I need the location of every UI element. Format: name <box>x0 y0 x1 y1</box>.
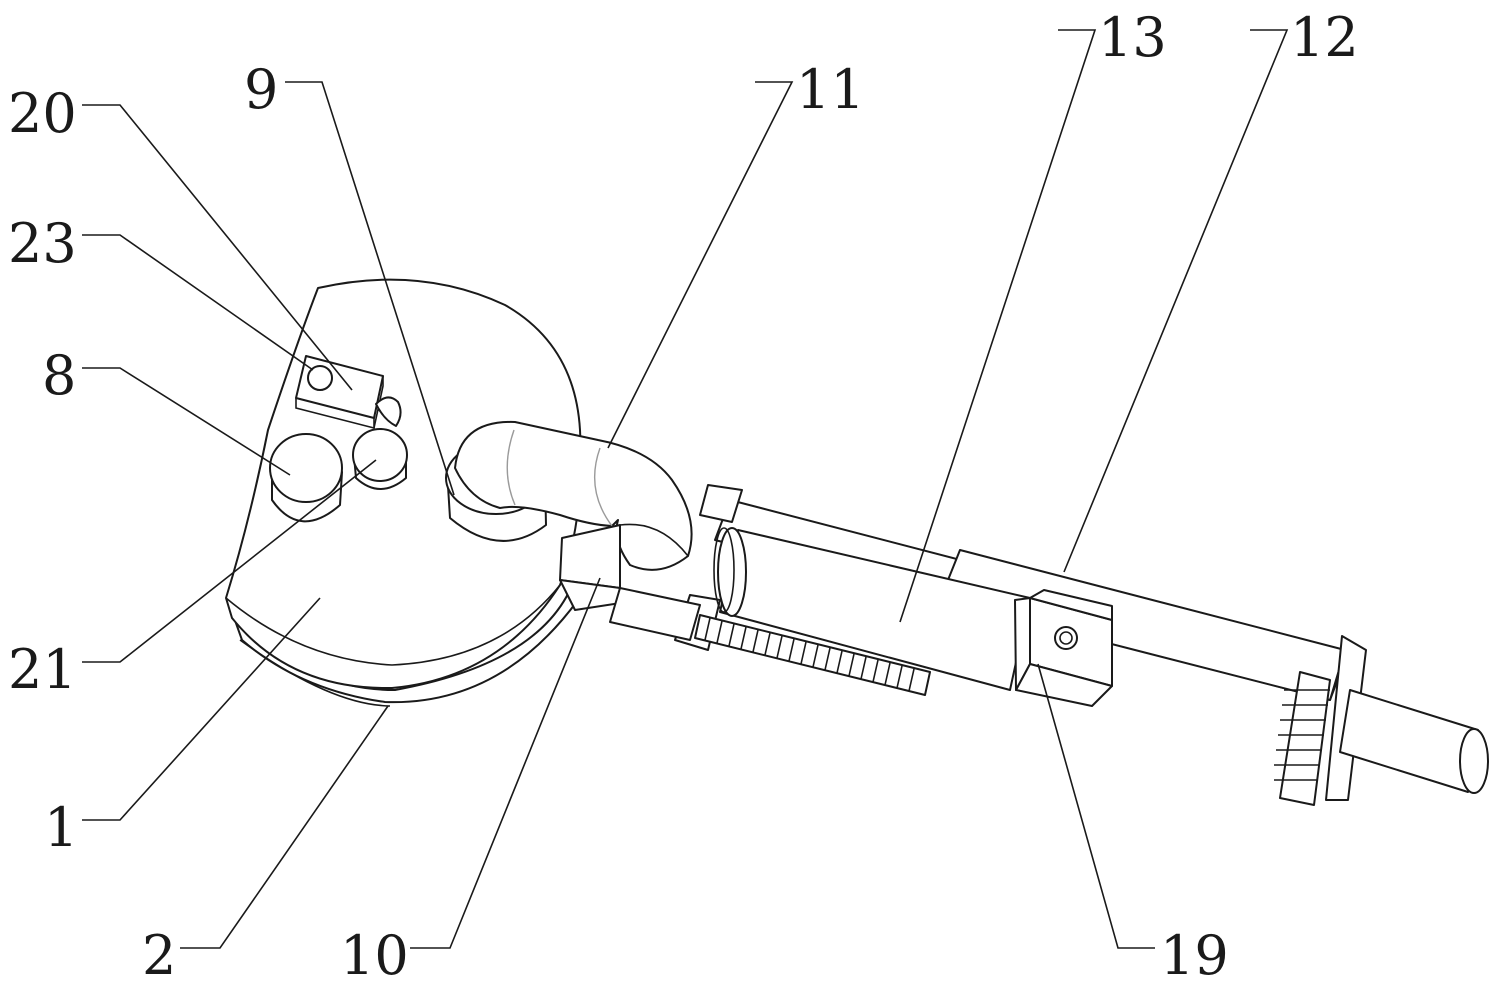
knob-21 <box>352 428 408 490</box>
label-9: 9 <box>244 58 278 121</box>
label-11: 11 <box>796 58 865 121</box>
label-23: 23 <box>8 212 77 275</box>
label-19: 19 <box>1160 924 1229 986</box>
label-20: 20 <box>8 82 77 145</box>
leader-20 <box>82 104 353 391</box>
leader-8 <box>82 367 291 476</box>
leader-1 <box>82 597 321 821</box>
cylinder-body <box>713 527 1031 691</box>
leader-11 <box>607 81 794 449</box>
slider-block <box>1014 589 1113 707</box>
label-13: 13 <box>1098 6 1167 69</box>
handle <box>1339 689 1489 794</box>
threaded-screw <box>694 614 931 696</box>
reference-numerals: 20 9 11 13 12 23 8 21 1 2 10 19 <box>8 6 1359 986</box>
leader-10 <box>410 577 601 949</box>
leader-9 <box>285 81 455 496</box>
label-21: 21 <box>8 638 77 701</box>
switch-block <box>295 355 402 430</box>
leader-21 <box>82 459 377 663</box>
leader-13 <box>899 29 1097 623</box>
label-12: 12 <box>1290 6 1359 69</box>
label-10: 10 <box>340 924 409 986</box>
label-8: 8 <box>42 344 76 407</box>
leader-12 <box>1063 29 1289 573</box>
label-2: 2 <box>142 924 176 986</box>
bent-pipe <box>454 420 693 571</box>
leader-23 <box>82 234 314 371</box>
leader-19 <box>1037 663 1155 949</box>
knob-8 <box>269 433 343 523</box>
leader-lines <box>82 29 1289 949</box>
leader-2 <box>180 705 389 949</box>
label-1: 1 <box>44 796 78 859</box>
